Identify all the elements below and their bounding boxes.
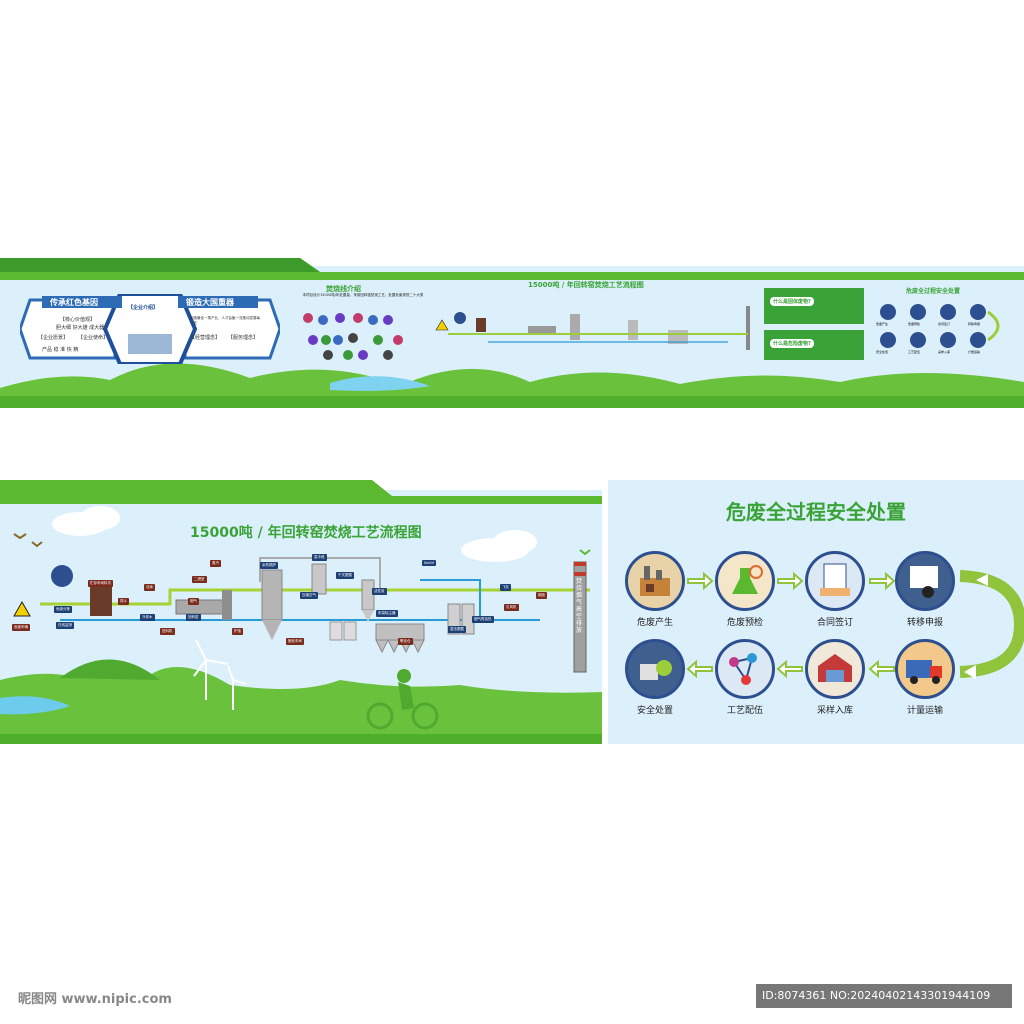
center-badge: 【企业介绍】 [128, 305, 159, 311]
step-1-label: 危废产生 [636, 618, 673, 628]
step-2-label: 危废预检 [726, 618, 763, 628]
flow-tag-26: 烟气 [188, 598, 199, 605]
handshake-icon [820, 563, 850, 596]
waste-category-icons [303, 313, 403, 360]
flow-tag-8: 二燃室 [192, 576, 207, 583]
lab-flask-icon [732, 565, 763, 594]
mini-step-5: 安全处置 [876, 350, 889, 354]
flow-tag-16: 烟囱 [536, 592, 547, 599]
step-3-label: 合同签订 [816, 618, 853, 628]
qa-solid-waste-box: 什么是固体废物? [764, 288, 864, 324]
flow-tag-23: 压缩空气 [300, 592, 318, 599]
mini-step-2: 危废预检 [908, 322, 921, 326]
red-gene-block: 传承红色基因 锻造大国重器 【企业介绍】 【核心价值观】 胆大细 好大雄 成大器… [20, 294, 280, 364]
watermark-right: ID:8074361 NO:20240402143301944109 [762, 989, 991, 1002]
flow-tag-4: 抓斗 [118, 598, 129, 605]
flow-tag-11: 干式脱酸 [336, 572, 354, 579]
right-small-text: 创造最佳一角产业，人才会聚一流推动发展每一处 [190, 316, 260, 325]
safety-cycle-arrows [686, 570, 1024, 679]
safety-title-small: 危废全过程安全处置 [906, 288, 961, 295]
mini-step-6: 工艺配伍 [908, 350, 921, 354]
left-title: 传承红色基因 [50, 298, 98, 307]
step-7-circle[interactable] [715, 639, 775, 699]
qa-solid-waste-title: 什么是固体废物? [770, 297, 814, 306]
flow-tag-19: 炉渣 [232, 628, 243, 635]
step-2-circle[interactable] [715, 551, 775, 611]
core-values-text: 胆大细 好大雄 成大器 [56, 325, 105, 331]
flow-tag-13: 布袋除尘器 [376, 610, 398, 617]
step-3-circle[interactable] [805, 551, 865, 611]
process-flow-panel: 15000吨 / 年回转窑焚烧工艺流程图 焚烧烟气高空排 [0, 480, 602, 744]
qa-hazardous-waste-box: 什么是危险废物? [764, 330, 864, 360]
flow-tag-21: 烟气再加热 [472, 616, 494, 623]
flow-tag-18: 飞灰 [500, 584, 511, 591]
flow-tag-3: 贮存车间料坑 [88, 580, 113, 587]
process-title-small: 15000吨 / 年回转窑焚烧工艺流程图 [528, 281, 644, 289]
left-small: 产品 稳 准 快 精 [42, 347, 79, 353]
mini-step-3: 合同签订 [938, 322, 951, 326]
mini-step-8: 计量运输 [968, 350, 981, 354]
safety-mini-steps: 危废产生 危废预检 合同签订 转移申报 安全处置 工艺配伍 采样入库 计量运输 [876, 302, 1016, 362]
mini-step-7: 采样入库 [938, 350, 951, 354]
process-flow-title: 15000吨 / 年回转窑焚烧工艺流程图 [190, 525, 422, 541]
watermark-id-bar: ID:8074361 NO:20240402143301944109 [756, 984, 1012, 1008]
incineration-title: 焚烧线介绍 [326, 285, 361, 293]
right-tag-operation: 【经营理念】 [190, 335, 221, 341]
step-8-label: 安全处置 [636, 706, 673, 716]
step-6-circle[interactable] [805, 639, 865, 699]
incineration-text: 本项目设计15000吨/年处置量，采用回转窑焚烧工艺，处置危废类别二十大类 [302, 293, 424, 297]
left-tag-mission: 【企业使命】 [78, 335, 109, 341]
flow-tag-15: 引风机 [504, 604, 519, 611]
flow-tag-7: 回转窑 [186, 614, 201, 621]
flow-tag-27: 在线监测 [56, 622, 74, 629]
flow-tag-14: 湿法脱酸 [448, 626, 466, 633]
safety-cycle-panel: 危废全过程安全处置 [608, 480, 1024, 744]
step-6-label: 采样入库 [816, 706, 853, 716]
watermark-left: 昵图网 www.nipic.com [18, 992, 172, 1007]
flow-tag-10: 急冷塔 [312, 554, 327, 561]
chimney-label: 焚烧烟气高空排放 [576, 578, 583, 634]
flow-tag-17: NaOH [422, 560, 437, 566]
factory-icon [640, 566, 670, 596]
step-5-circle[interactable] [895, 639, 955, 699]
flow-tag-24: 蒸汽 [210, 560, 221, 567]
step-1-circle[interactable] [625, 551, 685, 611]
step-4-circle[interactable] [895, 551, 955, 611]
truck-icon [906, 660, 942, 684]
flow-tag-20: 固化车间 [286, 638, 304, 645]
flow-tag-9: 余热锅炉 [260, 562, 278, 569]
top-panel: 传承红色基因 锻造大国重器 【企业介绍】 【核心价值观】 胆大细 好大雄 成大器… [0, 258, 1024, 408]
flow-tag-6: 进料机 [160, 628, 175, 635]
process-flow-diagram [13, 557, 590, 673]
step-4-label: 转移申报 [906, 618, 943, 628]
process-mini-diagram [435, 306, 750, 350]
right-tag-service: 【服务理念】 [228, 335, 259, 341]
step-7-label: 工艺配伍 [726, 706, 763, 716]
flow-tag-5: 仓库 [144, 584, 155, 591]
report-form-icon [910, 566, 938, 598]
core-values-tag: 【核心价值观】 [60, 317, 96, 323]
step-8-circle[interactable] [625, 639, 685, 699]
flow-tag-25: 冷却水 [140, 614, 155, 621]
warehouse-icon [818, 654, 852, 682]
qa-hazardous-waste-title: 什么是危险废物? [770, 339, 814, 348]
step-5-label: 计量运输 [906, 706, 943, 716]
left-tag-vision: 【企业愿景】 [38, 335, 69, 341]
safety-cycle-title: 危废全过程安全处置 [726, 500, 906, 524]
flow-tag-2: 危废分拣 [54, 606, 72, 613]
flow-tag-22: 氧化仓 [398, 638, 413, 645]
mini-step-4: 转移申报 [968, 322, 981, 326]
treatment-plant-icon [640, 660, 672, 680]
molecule-icon [729, 653, 757, 685]
right-title: 锻造大国重器 [186, 298, 234, 307]
flow-tag-12: 活性炭 [372, 588, 387, 595]
mini-step-1: 危废产生 [876, 322, 889, 326]
flow-tag-1: 危废车辆 [12, 624, 30, 631]
